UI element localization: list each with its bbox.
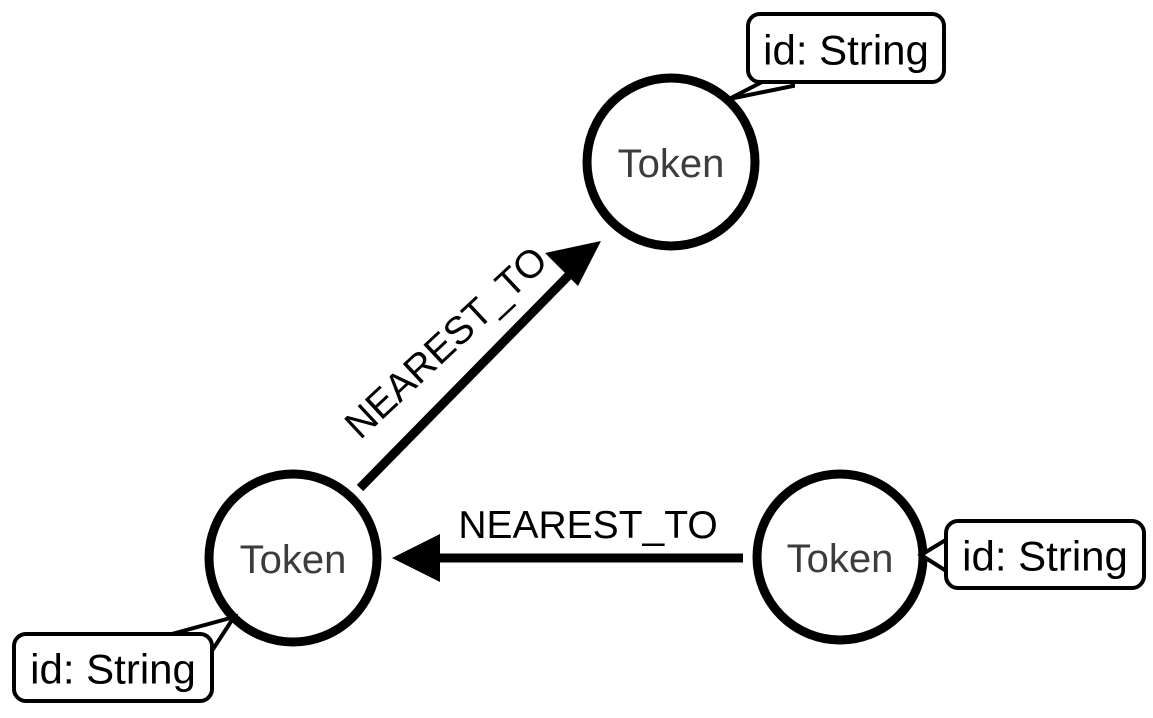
node-left-circle	[204, 469, 382, 647]
edge-left-to-top[interactable]: NEAREST_TO	[337, 239, 601, 492]
node-top-circle	[582, 73, 760, 251]
property-callout-node-right-text: id: String	[962, 533, 1128, 580]
node-left-label: Token	[240, 538, 347, 582]
edge-right-to-left[interactable]: NEAREST_TO	[392, 504, 743, 582]
edge-left-to-top-line	[356, 268, 576, 492]
property-callout-node-top-box	[746, 12, 946, 84]
property-callout-node-top[interactable]: id: String	[728, 12, 946, 101]
node-top[interactable]: Token	[582, 73, 760, 251]
property-callout-node-right[interactable]: id: String	[917, 519, 1146, 590]
property-callout-node-top-text: id: String	[763, 27, 929, 74]
node-right-label: Token	[787, 537, 894, 581]
node-left[interactable]: Token	[204, 469, 382, 647]
property-callout-node-left-text: id: String	[30, 646, 196, 693]
edge-left-to-top-arrowhead	[545, 241, 601, 286]
node-right[interactable]: Token	[752, 469, 928, 645]
property-callout-node-right-box	[944, 519, 1146, 590]
property-callout-node-left-box	[12, 632, 214, 703]
edge-left-to-top-label: NEAREST_TO	[337, 239, 556, 447]
edge-right-to-left-label: NEAREST_TO	[458, 504, 717, 547]
property-callout-node-left[interactable]: id: String	[12, 613, 239, 703]
edge-right-to-left-arrowhead	[392, 534, 440, 582]
node-top-label: Token	[618, 142, 725, 186]
